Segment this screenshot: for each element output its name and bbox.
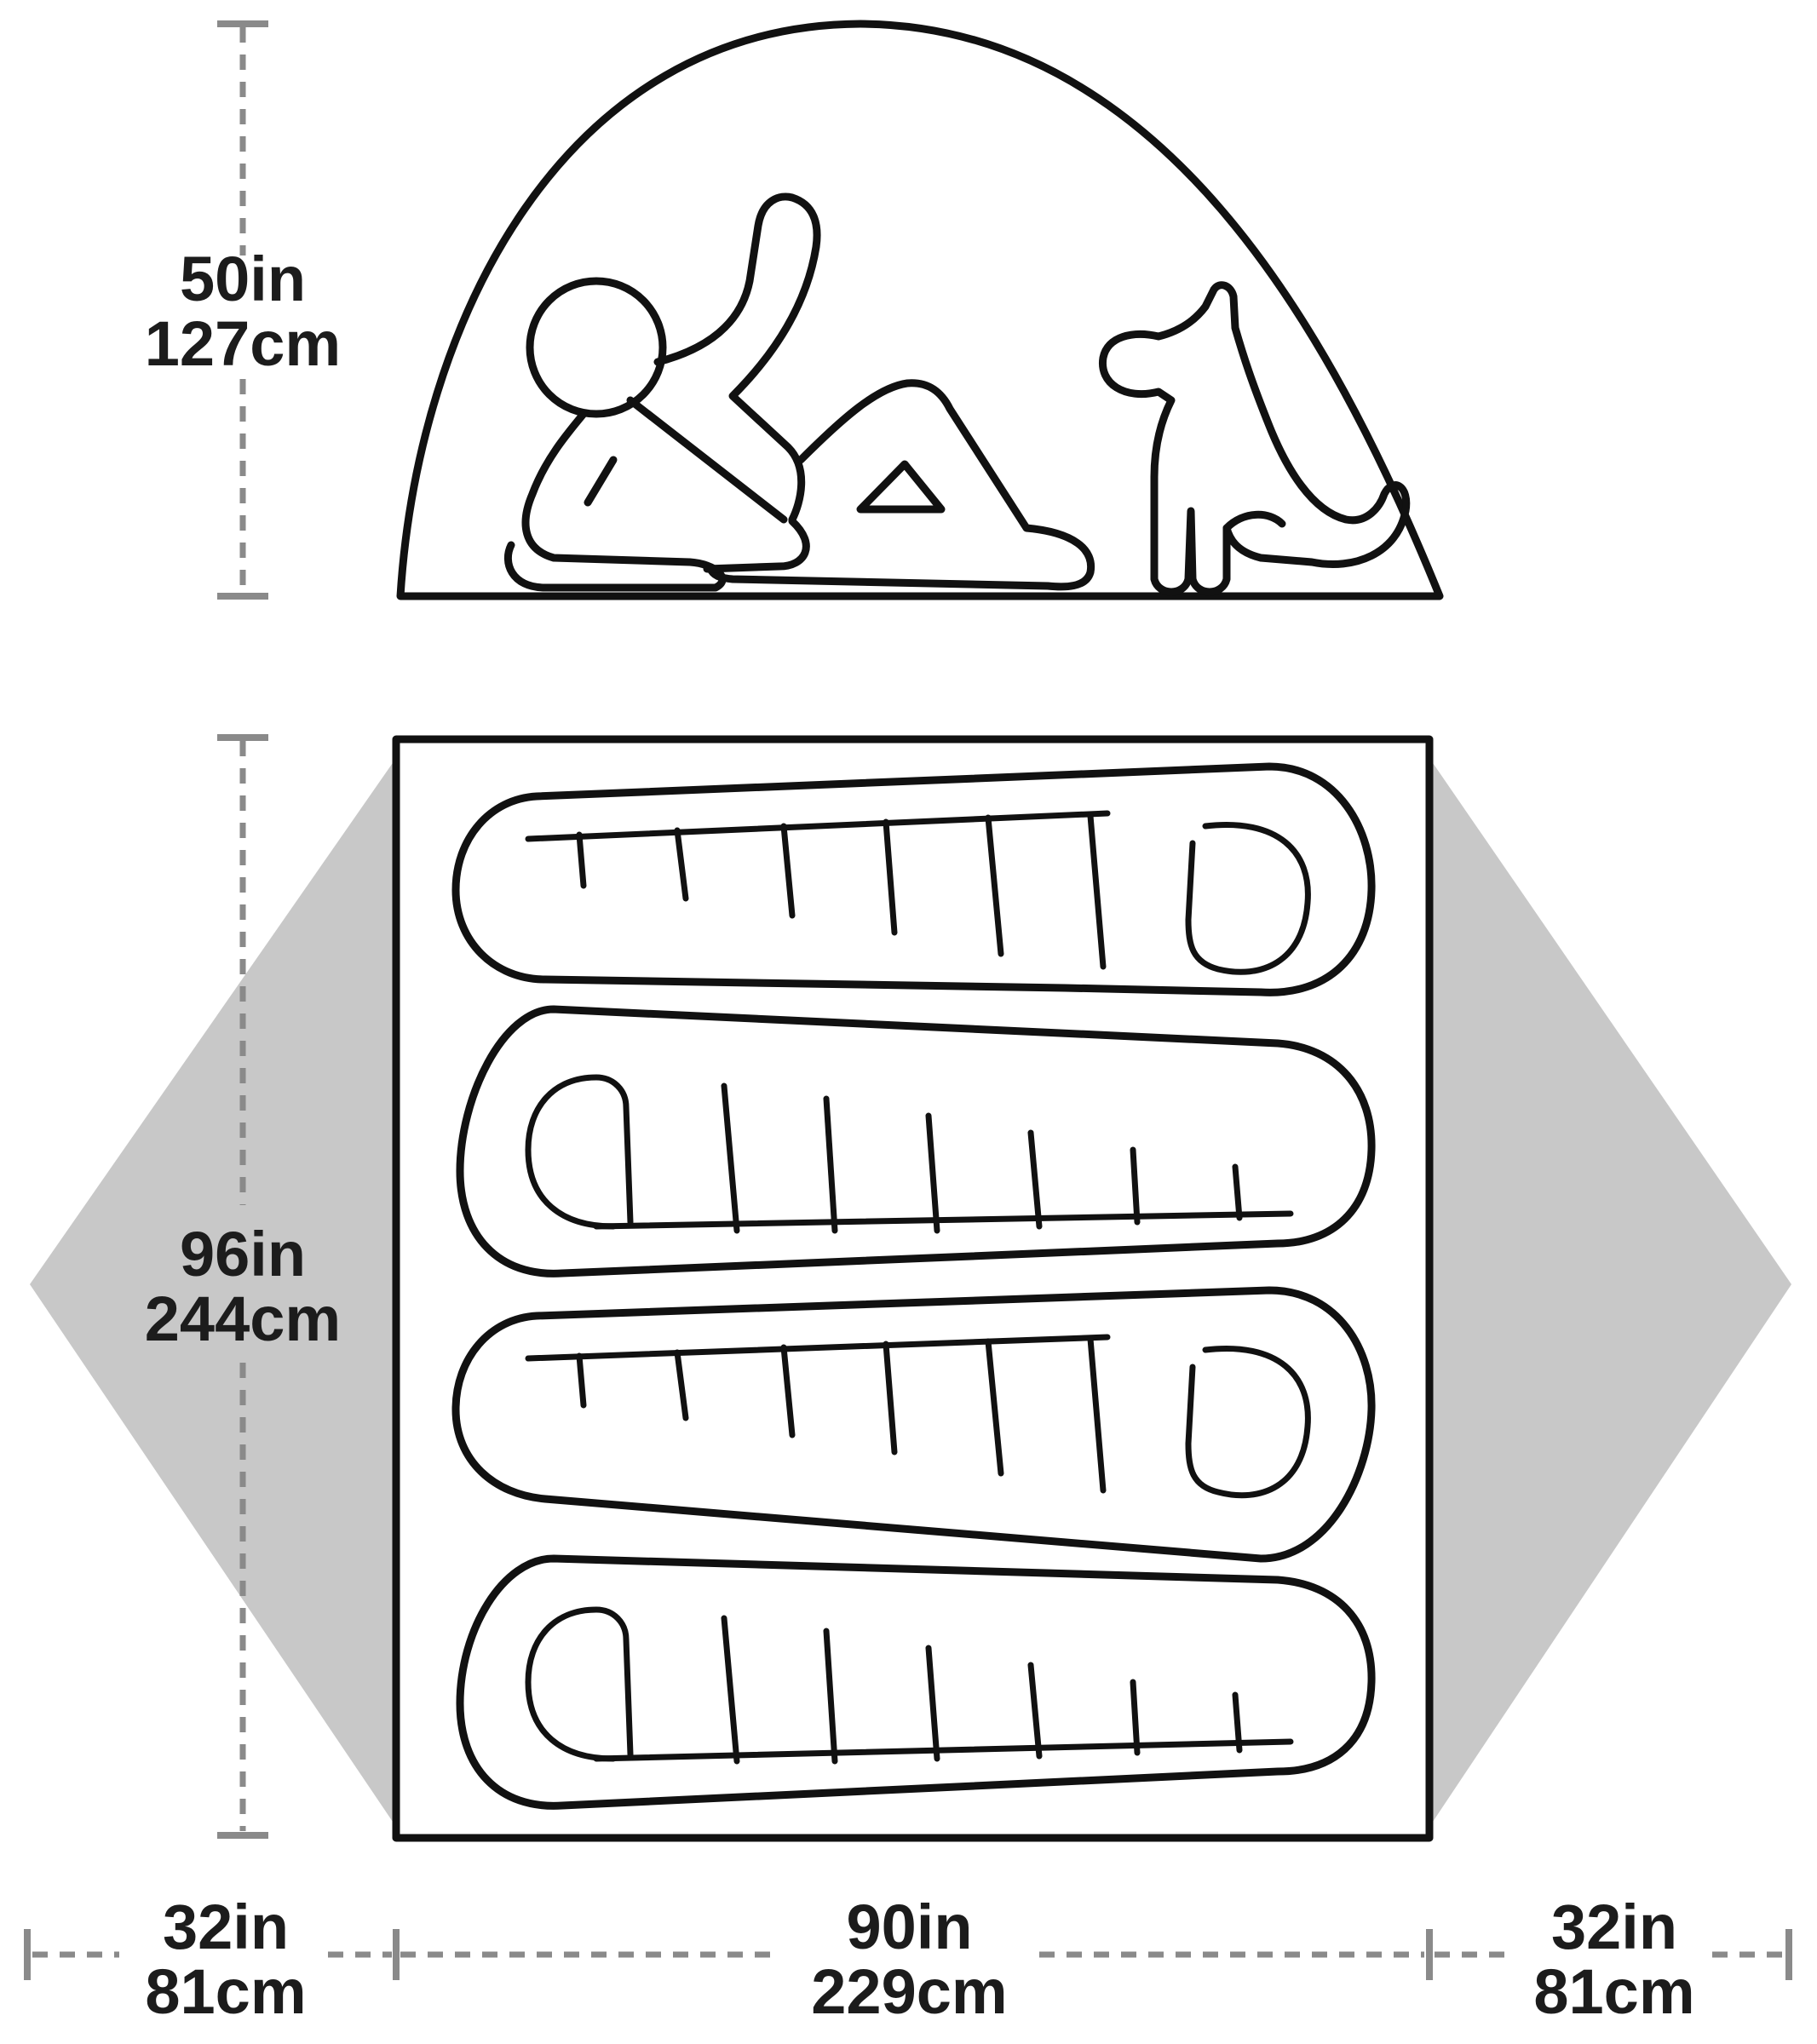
vestibule-right-imperial: 32in	[1550, 1892, 1678, 1962]
height-dimension-line	[217, 20, 268, 600]
peak-height-label: 50in 127cm	[128, 247, 358, 376]
floor-length-metric: 244cm	[144, 1283, 342, 1354]
sleeping-bag-4	[456, 1554, 1376, 1810]
tent-floor	[392, 735, 1434, 1842]
sleeping-bag-3	[451, 1286, 1376, 1563]
width-dimension-line	[24, 1929, 1792, 1980]
vestibule-left	[30, 758, 396, 1827]
sleeping-bag-1	[451, 762, 1376, 996]
vestibule-right-metric: 81cm	[1533, 1956, 1695, 2027]
peak-height-imperial: 50in	[179, 244, 307, 314]
floor-width-label: 90in 229cm	[792, 1895, 1026, 2024]
floor-width-imperial: 90in	[846, 1892, 973, 1962]
tent-dome-outline	[396, 20, 1444, 600]
dog-icon	[1098, 281, 1411, 596]
vestibule-right-label: 32in 81cm	[1499, 1895, 1729, 2024]
vestibule-left-imperial: 32in	[162, 1892, 290, 1962]
sleeping-bags	[451, 762, 1376, 1810]
tent-side-profile	[396, 20, 1444, 600]
sleeping-bag-2	[456, 1005, 1376, 1278]
vestibule-right	[1429, 758, 1791, 1827]
floor-width-metric: 229cm	[811, 1956, 1008, 2027]
floor-length-imperial: 96in	[179, 1219, 307, 1289]
peak-height-metric: 127cm	[144, 308, 342, 379]
person-icon	[503, 192, 1095, 592]
vestibule-left-label: 32in 81cm	[111, 1895, 341, 2024]
vestibule-left-metric: 81cm	[145, 1956, 307, 2027]
length-dimension-line	[217, 734, 268, 1839]
floor-length-label: 96in 244cm	[128, 1222, 358, 1352]
